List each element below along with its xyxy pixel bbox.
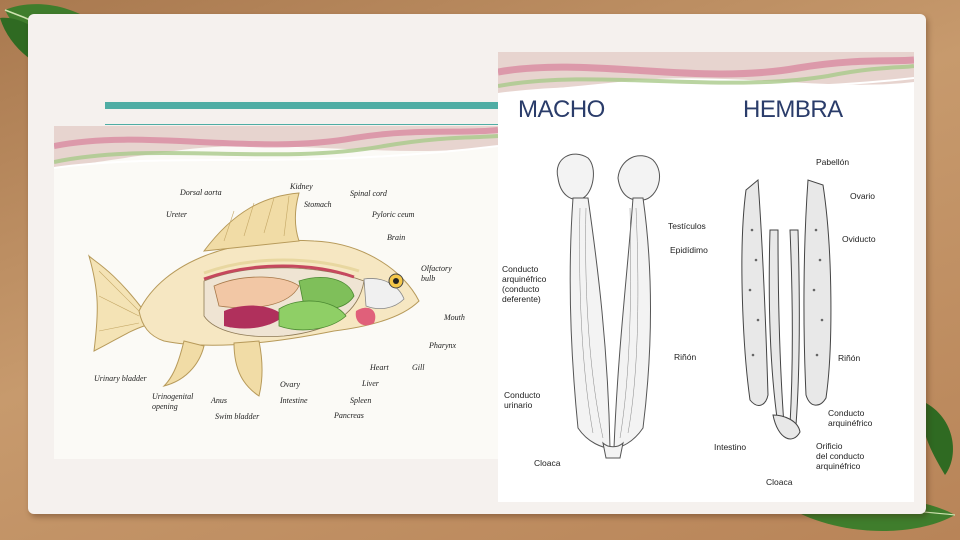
label-intestine: Intestine — [280, 396, 308, 405]
label-cloaca-male: Cloaca — [534, 458, 561, 468]
title-accent-line — [105, 124, 500, 125]
label-cloaca-female: Cloaca — [766, 477, 793, 487]
male-organs-illustration — [556, 153, 661, 459]
fish-illustration — [87, 192, 420, 397]
title-accent-bar — [105, 102, 500, 109]
label-conducto-urinario: Conducto urinario — [504, 390, 541, 410]
label-oviducto: Oviducto — [842, 234, 876, 244]
label-ovario: Ovario — [850, 191, 876, 201]
male-title: MACHO — [518, 96, 605, 123]
female-title: HEMBRA — [743, 96, 843, 123]
female-organs-illustration — [741, 178, 832, 440]
label-gill: Gill — [412, 363, 425, 372]
label-swim-bladder: Swim bladder — [215, 412, 260, 421]
label-pancreas: Pancreas — [334, 411, 364, 420]
label-ovary: Ovary — [280, 380, 300, 389]
label-testiculos: Testículos — [668, 221, 706, 231]
label-ureter: Ureter — [166, 210, 188, 219]
label-anus: Anus — [211, 396, 227, 405]
label-pabellon: Pabellón — [816, 157, 850, 167]
label-orificio: Orificio del conducto arquinéfrico — [816, 441, 865, 471]
label-rinon-male: Riñón — [674, 352, 697, 362]
label-rinon-female: Riñón — [838, 353, 861, 363]
label-conducto-arquinefrico-male: Conducto arquinéfrico (conducto deferent… — [502, 264, 547, 304]
label-urogenital-opening: Urinogenital opening — [152, 392, 194, 411]
label-dorsal-aorta: Dorsal aorta — [180, 188, 222, 197]
label-stomach: Stomach — [304, 200, 332, 209]
label-heart: Heart — [370, 363, 389, 372]
label-urinary-bladder: Urinary bladder — [94, 374, 147, 383]
label-olfactory-bulb: Olfactory bulb — [421, 264, 452, 283]
label-intestino: Intestino — [714, 442, 747, 452]
label-spleen: Spleen — [350, 396, 372, 405]
label-pyloric-ceum: Pyloric ceum — [372, 210, 415, 219]
label-brain: Brain — [387, 233, 406, 242]
header-swoosh-right — [498, 52, 914, 95]
urogenital-diagram: MACHO HEMBRA Testículos Epidídimo Conduc… — [498, 52, 914, 502]
label-mouth: Mouth — [444, 313, 465, 322]
header-swoosh — [54, 126, 498, 169]
label-liver: Liver — [362, 379, 379, 388]
label-kidney: Kidney — [290, 182, 313, 191]
label-conducto-arquinefrico-female: Conducto arquinéfrico — [828, 408, 873, 428]
label-spinal-cord: Spinal cord — [350, 189, 387, 198]
label-pharynx: Pharynx — [429, 341, 457, 350]
label-epididimo: Epidídimo — [670, 245, 708, 255]
fish-anatomy-diagram: Dorsal aorta Kidney Spinal cord Ureter S… — [54, 126, 498, 459]
